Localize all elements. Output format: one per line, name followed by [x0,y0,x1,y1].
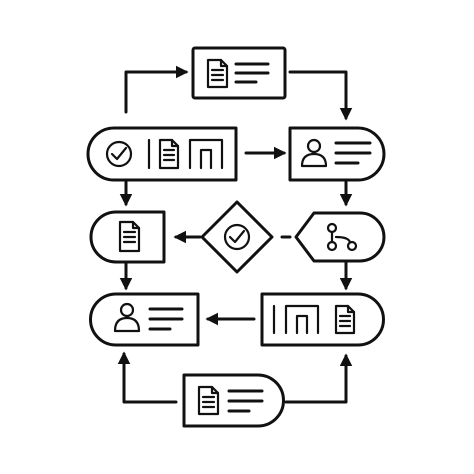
user-profile-card-right [288,126,386,182]
layout-columns-icon [284,304,320,335]
checkmark-circle-icon [105,140,133,168]
arrow-bottom-left-loop [117,351,178,404]
user-icon [113,302,141,333]
document-pill-left [89,210,166,264]
branch-tag [294,211,386,263]
approval-status-pill [86,126,238,182]
top-document-card [191,46,287,100]
bottom-document-pill [182,373,285,428]
document-icon [118,220,141,253]
document-icon [197,385,220,416]
arrow-bottom-right-loop [284,353,353,404]
arrow-top-right-loop [288,70,353,121]
text-lines-icon [148,307,184,331]
arrow-top-left-loop [124,65,189,114]
decision-diamond [200,200,274,274]
text-lines-icon [334,141,372,165]
connectors [117,65,353,404]
checkmark-circle-icon [223,223,251,251]
document-icon [334,304,356,335]
layout-columns-icon [188,138,224,170]
text-lines-icon [234,62,270,84]
user-profile-card-left [89,292,200,347]
user-icon [300,138,328,168]
document-icon [206,58,229,89]
layout-document-pill [260,292,385,347]
text-lines-icon [227,389,264,413]
git-branch-icon [326,222,358,252]
document-icon [158,138,180,170]
